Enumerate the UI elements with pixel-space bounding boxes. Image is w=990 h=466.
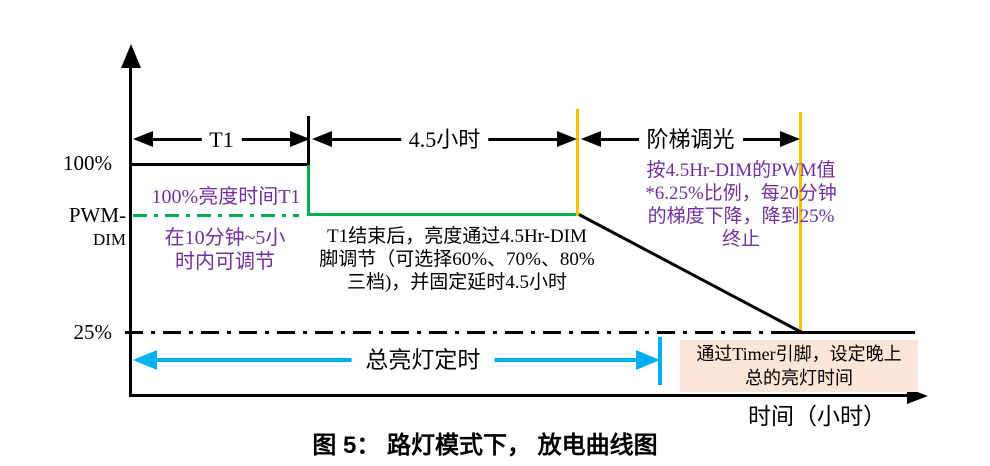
- total-on-timer-label: 总亮灯定时: [351, 348, 495, 372]
- hr-dim-note: T1结束后，亮度通过4.5Hr-DIM 脚调节（可选择60%、70%、80% 三…: [319, 226, 595, 293]
- total-on-timer-arrow: 总亮灯定时: [133, 348, 660, 372]
- arrow-right-icon: [290, 131, 310, 147]
- dim-step-down-line: [307, 165, 310, 216]
- arrow-left-icon: [312, 131, 332, 147]
- arrow-left-icon: [133, 131, 153, 147]
- step-dimming-note: 按4.5Hr-DIM的PWM值 *6.25%比例，每20分钟 的梯度下降，降到2…: [645, 160, 837, 250]
- phase-marker-line-1: [576, 109, 579, 216]
- step-dimming-span-arrow: 阶梯调光: [581, 129, 800, 151]
- timer-pin-note-box: 通过Timer引脚，设定晚上 总的亮灯时间: [680, 340, 918, 392]
- quarter-brightness-dashline: [125, 331, 789, 334]
- x-axis: [129, 394, 909, 397]
- x-axis-label: 时间（小时）: [748, 404, 886, 429]
- figure-caption: 图 5： 路灯模式下， 放电曲线图: [312, 432, 658, 459]
- x-axis-arrowhead-icon: [907, 388, 928, 404]
- arrow-left-icon: [133, 350, 157, 370]
- phase-marker-line-2: [799, 112, 802, 334]
- step-dimming-span-label: 阶梯调光: [638, 129, 743, 151]
- arrow-right-icon: [557, 131, 577, 147]
- arrow-right-icon: [636, 350, 660, 370]
- quarter-brightness-level-line: [787, 331, 915, 334]
- hours45-span-label: 4.5小时: [400, 129, 489, 151]
- y-label-100pct: 100%: [63, 151, 112, 175]
- arrow-left-icon: [581, 131, 601, 147]
- t1-span-label: T1: [201, 129, 242, 151]
- y-axis-arrowhead-icon: [121, 44, 141, 68]
- y-label-pwm-dim: PWM-DIM: [68, 203, 126, 250]
- hours45-span-arrow: 4.5小时: [312, 129, 577, 151]
- t1-brightness-note: 100%亮度时间T1: [151, 186, 301, 208]
- pwm-dim-hold-line: [308, 213, 579, 216]
- pwm-dim-level-dashline: [133, 214, 299, 217]
- t1-span-arrow: T1: [133, 129, 310, 151]
- arrow-right-icon: [780, 131, 800, 147]
- full-brightness-level-line: [131, 163, 310, 166]
- t1-adjust-note: 在10分钟~5小 时内可调节: [164, 227, 286, 273]
- y-label-25pct: 25%: [73, 320, 113, 344]
- total-on-timer-end-tick: [658, 337, 662, 385]
- y-axis: [129, 58, 132, 397]
